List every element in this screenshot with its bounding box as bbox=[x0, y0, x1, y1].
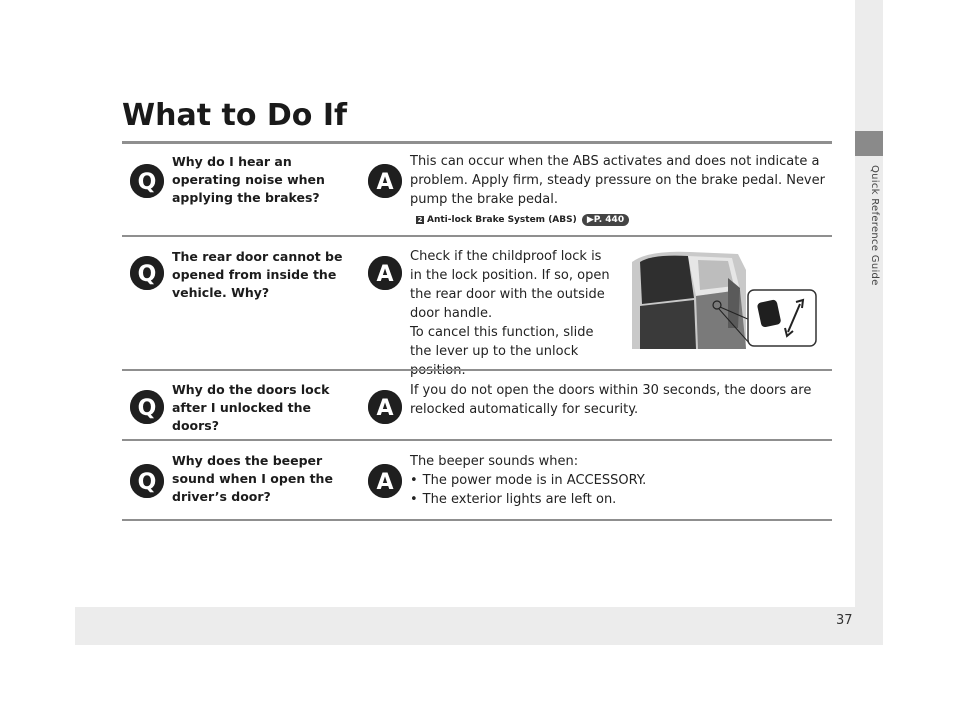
svg-text:A: A bbox=[376, 396, 393, 421]
qa-row-1: Q Why do I hear an operating noise when … bbox=[122, 152, 832, 234]
section-side-label: Quick Reference Guide bbox=[869, 165, 880, 286]
answer-body: This can occur when the ABS activates an… bbox=[410, 154, 825, 207]
svg-text:A: A bbox=[376, 170, 393, 195]
question-text: Why do the doors lock after I unlocked t… bbox=[172, 382, 330, 433]
answer-text: This can occur when the ABS activates an… bbox=[410, 152, 826, 230]
answer-bullet: The exterior lights are left on. bbox=[410, 490, 826, 509]
section-tab bbox=[855, 131, 883, 156]
childproof-lock-illustration bbox=[628, 248, 818, 349]
answer-text: If you do not open the doors within 30 s… bbox=[410, 383, 812, 417]
row-divider bbox=[122, 369, 832, 371]
row-divider bbox=[122, 235, 832, 237]
q-badge-icon: Q bbox=[130, 164, 164, 198]
question-text: The rear door cannot be opened from insi… bbox=[172, 249, 343, 300]
page-number: 37 bbox=[836, 613, 853, 628]
a-badge-icon: A bbox=[368, 390, 402, 424]
reference-page-number: P. 440 bbox=[593, 215, 625, 225]
answer-bullet: The power mode is in ACCESSORY. bbox=[410, 471, 826, 490]
reference-text: Anti-lock Brake System (ABS) bbox=[427, 215, 577, 225]
q-badge-icon: Q bbox=[130, 390, 164, 424]
svg-text:A: A bbox=[376, 262, 393, 287]
title-rule bbox=[122, 141, 832, 144]
reference-arrow-icon: 2 bbox=[416, 215, 424, 224]
qa-row-2: Q The rear door cannot be opened from in… bbox=[122, 247, 832, 378]
answer-line: To cancel this function, slide the lever… bbox=[410, 325, 594, 378]
a-badge-icon: A bbox=[368, 464, 402, 498]
answer-text: Check if the childproof lock is in the l… bbox=[410, 247, 615, 380]
svg-text:Q: Q bbox=[138, 170, 157, 195]
question-text: Why do I hear an operating noise when ap… bbox=[172, 154, 325, 205]
q-badge-icon: Q bbox=[130, 256, 164, 290]
qa-row-4: Q Why does the beeper sound when I open … bbox=[122, 452, 832, 516]
q-badge-icon: Q bbox=[130, 464, 164, 498]
a-badge-icon: A bbox=[368, 164, 402, 198]
page-title: What to Do If bbox=[122, 98, 348, 133]
answer-line: Check if the childproof lock is in the l… bbox=[410, 249, 610, 321]
question-text: Why does the beeper sound when I open th… bbox=[172, 453, 333, 504]
row-divider bbox=[122, 519, 832, 521]
answer-bullet-list: The power mode is in ACCESSORY. The exte… bbox=[410, 471, 826, 509]
row-divider bbox=[122, 439, 832, 441]
svg-text:Q: Q bbox=[138, 396, 157, 421]
svg-text:Q: Q bbox=[138, 262, 157, 287]
svg-text:A: A bbox=[376, 470, 393, 495]
answer-intro: The beeper sounds when: bbox=[410, 454, 579, 469]
svg-text:Q: Q bbox=[138, 470, 157, 495]
a-badge-icon: A bbox=[368, 256, 402, 290]
reference-page-pill[interactable]: ▶P. 440 bbox=[581, 214, 630, 226]
answer-text: The beeper sounds when: The power mode i… bbox=[410, 452, 826, 509]
qa-row-3: Q Why do the doors lock after I unlocked… bbox=[122, 381, 832, 437]
